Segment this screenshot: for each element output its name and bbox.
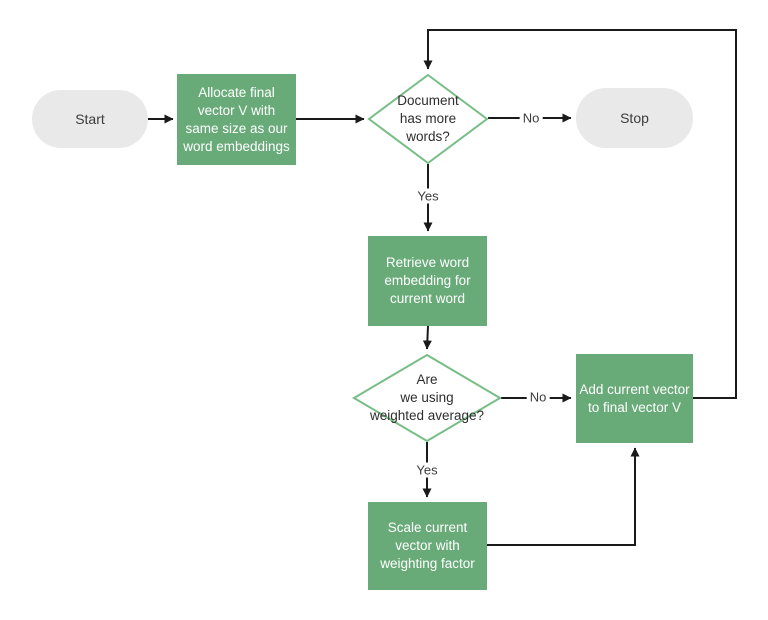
allocate-vector-process: Allocate final vector V with same size a… <box>177 74 296 165</box>
edge-label-yes-retrieve: Yes <box>414 188 442 204</box>
edge-addvector-loop-hasmorewords <box>423 29 737 399</box>
start-terminal: Start <box>32 90 148 148</box>
scale-vector-label: Scale current vector with weighting fact… <box>380 520 475 571</box>
add-vector-label: Add current vector to final vector V <box>579 381 690 415</box>
allocate-vector-label: Allocate final vector V with same size a… <box>183 84 290 154</box>
start-label: Start <box>75 111 105 127</box>
decision-has-more-words-shape <box>367 73 489 165</box>
edge-label-yes-scale: Yes <box>413 462 441 478</box>
stop-terminal: Stop <box>576 88 693 148</box>
scale-vector-process: Scale current vector with weighting fact… <box>368 502 487 590</box>
decision-weighted-average-shape <box>352 353 502 443</box>
retrieve-embedding-process: Retrieve word embedding for current word <box>368 236 487 326</box>
edge-retrieve-weightedavg <box>422 325 432 350</box>
edge-scalevector-addvector <box>487 447 640 546</box>
stop-label: Stop <box>620 110 649 126</box>
retrieve-embedding-label: Retrieve word embedding for current word <box>384 255 471 306</box>
edge-label-no-add: No <box>526 389 550 405</box>
add-vector-process: Add current vector to final vector V <box>576 354 693 443</box>
edge-label-no-stop: No <box>519 110 543 126</box>
